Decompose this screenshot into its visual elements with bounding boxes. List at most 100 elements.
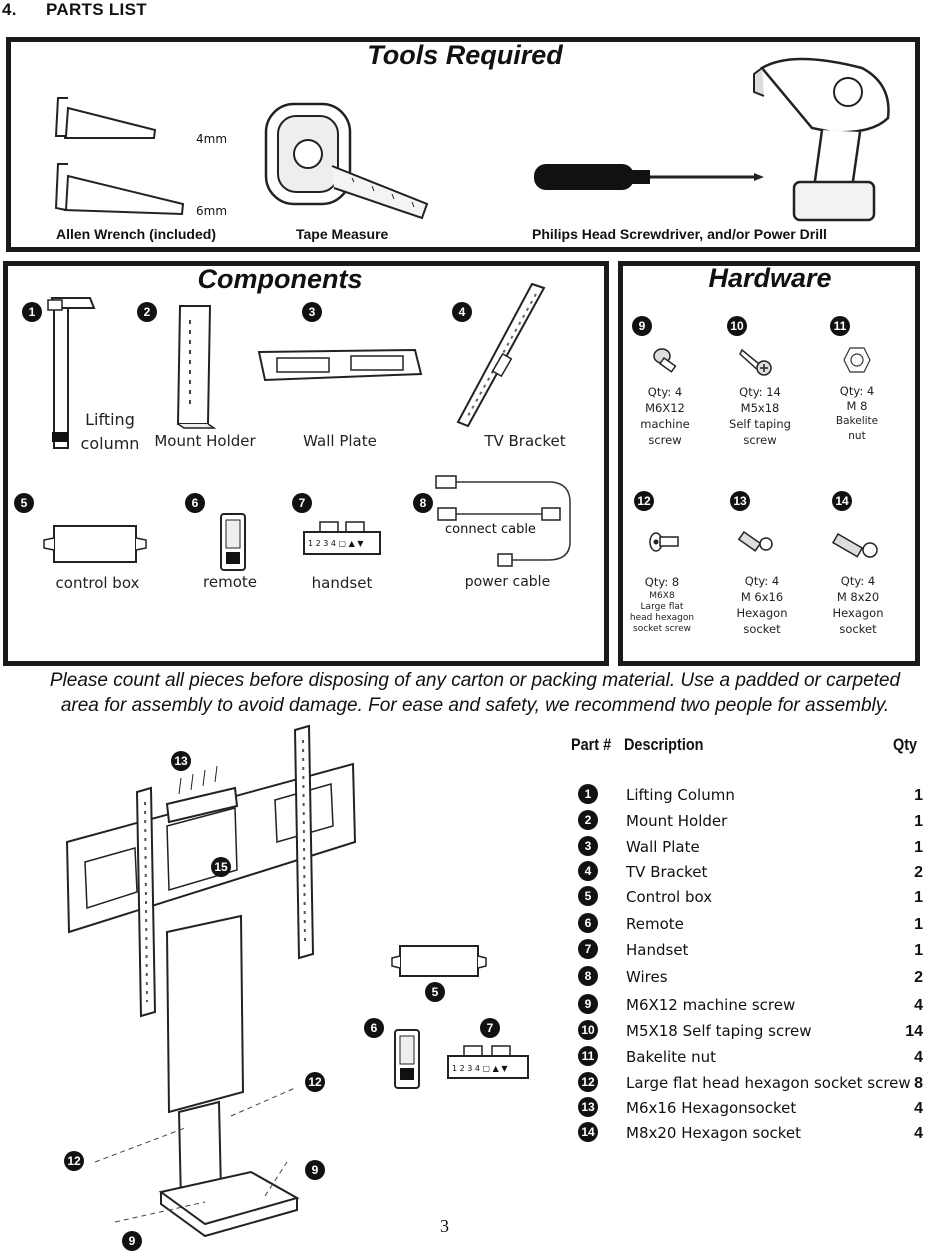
part-description: Remote (626, 915, 684, 933)
hardware-l2-10: Self taping (729, 417, 791, 431)
handset-label: handset (311, 574, 373, 592)
hardware-l2-9: machine (640, 417, 690, 431)
hardware-qty-14: Qty: 4 (840, 574, 876, 588)
section-number: 4. (2, 0, 17, 19)
notice-line-1: Please count all pieces before disposing… (49, 670, 901, 691)
part-number-badge: 14 (578, 1122, 598, 1142)
hardware-l2-13: Hexagon (736, 606, 788, 620)
connect-cable-label: connect cable (445, 522, 536, 537)
notice-line-2: area for assembly to avoid damage. For e… (60, 695, 890, 716)
m6x16-hexagon-socket-icon (737, 530, 773, 552)
hardware-l3-12: head hexagon (629, 613, 695, 623)
part-quantity: 1 (914, 787, 923, 804)
part-number-badge: 7 (578, 939, 598, 959)
diagram-handset-keys: 1 2 3 4 ▢ ▲ ▼ (452, 1064, 508, 1073)
drill-caption: Philips Head Screwdriver, and/or Power D… (532, 226, 827, 242)
part-quantity: 1 (914, 889, 923, 906)
hardware-qty-11: Qty: 4 (839, 384, 875, 398)
assembly-diagram (65, 724, 357, 1238)
part-number-badge: 6 (578, 913, 598, 933)
part-number-badge: 8 (578, 966, 598, 986)
diagram-control-box (391, 945, 487, 977)
hardware-text-11: Qty: 4 M 8 Bakelite nut (822, 384, 892, 444)
part-description: Wires (626, 968, 668, 986)
hardware-l3-14: socket (839, 622, 877, 636)
hardware-qty-12: Qty: 8 (644, 575, 680, 589)
part-quantity: 14 (905, 1023, 923, 1040)
diagram-handset (447, 1045, 529, 1079)
wall-plate-illustration (257, 348, 423, 382)
part-quantity: 4 (914, 1100, 923, 1117)
component-badge-7: 7 (292, 493, 312, 513)
component-badge-2: 2 (137, 302, 157, 322)
diagram-callout-12a: 12 (305, 1072, 325, 1092)
tape-measure-illustration (264, 102, 429, 220)
part-number-badge: 5 (578, 886, 598, 906)
wires-illustration (435, 475, 571, 567)
hardware-text-10: Qty: 14 M5x18 Self taping screw (718, 384, 802, 448)
remote-illustration (220, 513, 246, 571)
part-description: Handset (626, 941, 689, 959)
part-description: M5X18 Self taping screw (626, 1022, 812, 1040)
hardware-badge-11: 11 (830, 316, 850, 336)
components-title: Components (197, 264, 363, 294)
diagram-callout-9b: 9 (122, 1231, 142, 1251)
hardware-l4-12: socket screw (633, 624, 691, 634)
diagram-callout-9a: 9 (305, 1160, 325, 1180)
components-box (3, 261, 609, 666)
part-quantity: 2 (914, 969, 923, 986)
part-number-badge: 11 (578, 1046, 598, 1066)
part-quantity: 4 (914, 1049, 923, 1066)
part-number-badge: 1 (578, 784, 598, 804)
hardware-badge-13: 13 (730, 491, 750, 511)
mount-holder-illustration (176, 305, 217, 429)
m8x20-hexagon-socket-icon (831, 532, 878, 558)
hardware-l1-10: M5x18 (740, 401, 780, 415)
flat-head-socket-screw-icon (649, 532, 679, 552)
diagram-callout-6: 6 (364, 1018, 384, 1038)
part-quantity: 4 (914, 1125, 923, 1142)
section-title: PARTS LIST (46, 0, 147, 19)
part-quantity: 1 (914, 839, 923, 856)
hardware-box (618, 261, 920, 666)
handset-keys: 1 2 3 4 ▢ ▲ ▼ (308, 539, 364, 548)
tape-measure-caption: Tape Measure (296, 226, 389, 242)
hardware-qty-10: Qty: 14 (739, 385, 781, 399)
mount-holder-label: Mount Holder (154, 432, 256, 450)
allen-wrench-illustration (54, 97, 185, 216)
lifting-column-label-line1: Lifting (85, 410, 135, 429)
power-drill-illustration (753, 57, 890, 222)
allen-6mm-label: 6mm (196, 204, 228, 218)
component-badge-6: 6 (185, 493, 205, 513)
hardware-badge-14: 14 (832, 491, 852, 511)
part-quantity: 1 (914, 916, 923, 933)
part-description: Bakelite nut (626, 1048, 716, 1066)
part-description: M8x20 Hexagon socket (626, 1124, 802, 1142)
part-number-badge: 4 (578, 861, 598, 881)
tv-bracket-label: TV Bracket (484, 432, 566, 450)
table-header-qty: Qty (893, 735, 918, 754)
remote-label: remote (203, 573, 257, 591)
hardware-l2-11: Bakelite (835, 415, 879, 427)
hardware-text-9: Qty: 4 M6X12 machine screw (630, 384, 700, 448)
hardware-l1-13: M 6x16 (740, 590, 784, 604)
part-description: M6X12 machine screw (626, 996, 796, 1014)
self-taping-screw-icon (739, 348, 772, 376)
part-number-badge: 9 (578, 994, 598, 1014)
assembly-notice: Please count all pieces before disposing… (0, 668, 950, 718)
hardware-text-13: Qty: 4 M 6x16 Hexagon socket (722, 573, 802, 637)
part-number-badge: 13 (578, 1097, 598, 1117)
handset-illustration (303, 521, 381, 555)
part-quantity: 8 (914, 1075, 923, 1092)
section-heading: 4. PARTS LIST (2, 0, 147, 20)
allen-4mm-label: 4mm (196, 132, 228, 146)
hardware-l1-9: M6X12 (645, 401, 685, 415)
component-badge-8: 8 (413, 493, 433, 513)
hardware-l2-12: Large flat (640, 602, 684, 612)
table-header-desc: Description (624, 735, 704, 754)
component-badge-1: 1 (22, 302, 42, 322)
component-badge-3: 3 (302, 302, 322, 322)
